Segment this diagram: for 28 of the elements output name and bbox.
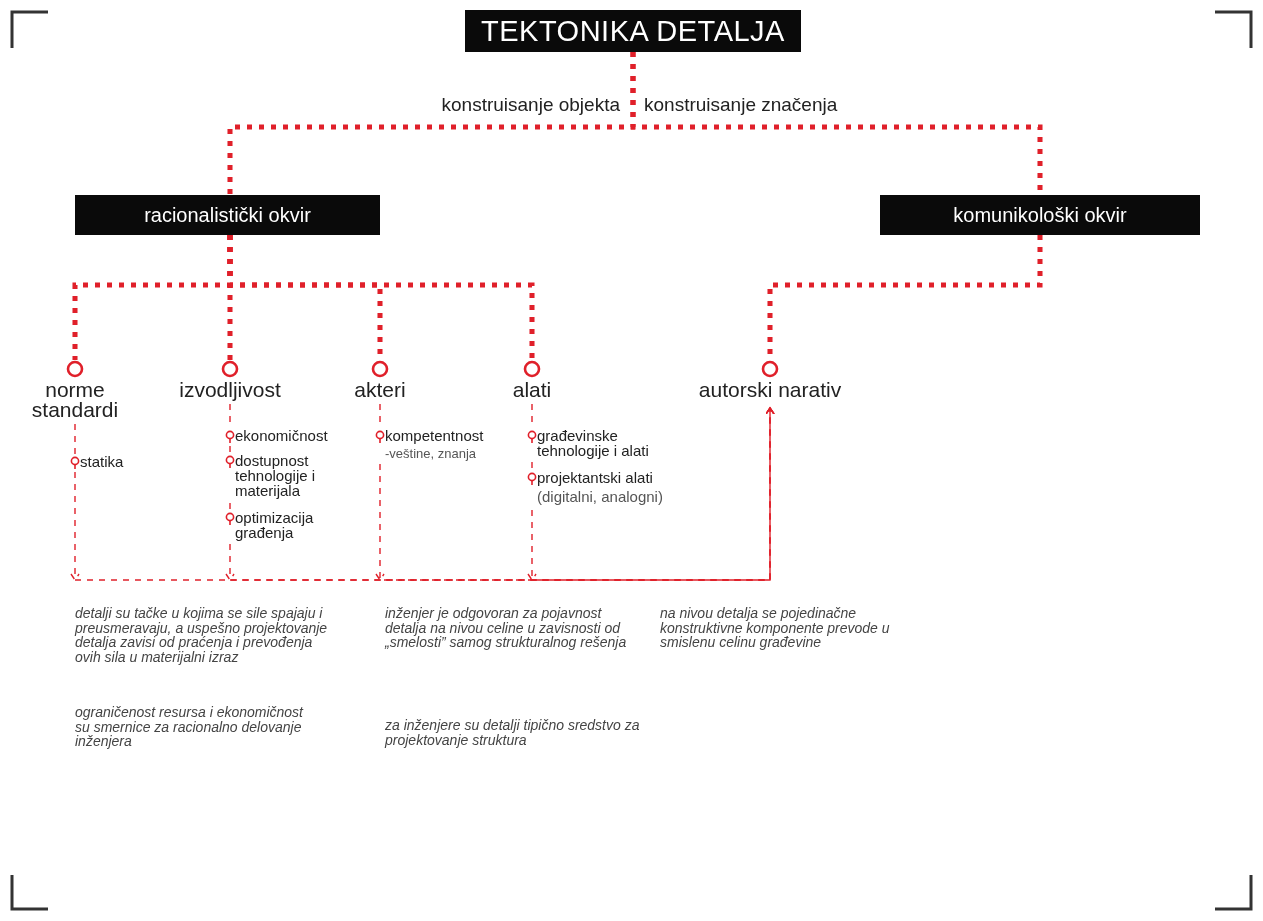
item-note: (digitalni, analogni) <box>537 488 663 506</box>
category-label: alati <box>512 380 552 400</box>
dashed-connector <box>74 423 76 455</box>
category-label: autorski narativ <box>698 380 842 400</box>
item-note: -veštine, znanja <box>385 446 478 462</box>
item-label: optimizacija građenja <box>235 510 315 540</box>
note-text: za inženjere su detalji tipično sredstvo za projektovanje struktura <box>385 718 641 748</box>
item-label: dostupnost tehnologije i materijala <box>235 453 317 498</box>
dashed-connector <box>229 502 231 511</box>
note-text: detalji su tačke u kojima se sile spajaju i preusmeravaju, a uspešno projektovanje detalja zavisi od praćenja i prevođenja ovih sila u materijalni izraz <box>75 606 329 665</box>
item-label: građevinske tehnologije i alati <box>537 428 650 458</box>
item-label: statika <box>80 454 124 469</box>
note-text: inženjer je odgovoran za pojavnost detalja na nivou celine u zavisnosti od „smelosti” samog strukturalnog rešenja <box>385 606 628 651</box>
dashed-arrow <box>527 407 775 582</box>
item-label: ekonomičnost <box>235 428 328 443</box>
category-label: izvodljivost <box>179 380 281 400</box>
note-text: ograničenost resursa i ekonomičnost su smernice za racionalno delovanje inženjera <box>75 705 305 750</box>
heading-box: TEKTONIKA DETALJA <box>465 10 801 52</box>
dashed-connector <box>229 445 231 454</box>
note-text: na nivou detalja se pojedinačne konstruktivne komponente prevode u smislenu celinu građevine <box>660 606 891 651</box>
dotted-connector <box>227 235 535 360</box>
category-label: norme standardi <box>30 380 120 420</box>
heading-box: racionalistički okvir <box>75 195 380 235</box>
item-label: kompetentnost <box>385 428 484 443</box>
dashed-connector <box>531 461 533 471</box>
item-label: projektantski alati <box>537 470 654 485</box>
heading-box: komunikološki okvir <box>880 195 1200 235</box>
category-label: akteri <box>354 380 406 400</box>
